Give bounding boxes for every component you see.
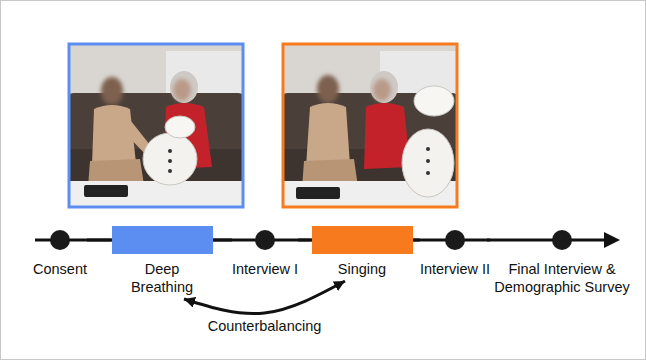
phase-bar-shape bbox=[112, 226, 213, 254]
step-label: Final Interview & Demographic Survey bbox=[487, 260, 637, 296]
milestone-dot: Interview II bbox=[420, 230, 490, 278]
robot-button bbox=[426, 171, 430, 175]
timeline-arrowhead bbox=[604, 232, 620, 248]
step-label: Deep Breathing bbox=[122, 260, 202, 296]
milestone-marker bbox=[445, 230, 465, 250]
step-label: Singing bbox=[338, 260, 386, 278]
tablet bbox=[296, 187, 340, 199]
counterbalance-arrow bbox=[184, 281, 345, 314]
step-label: Consent bbox=[33, 260, 87, 278]
milestone-dot: Interview I bbox=[232, 230, 298, 278]
timeline-segment bbox=[87, 239, 112, 242]
man-head bbox=[101, 77, 123, 105]
man-body bbox=[306, 103, 350, 167]
tablet bbox=[84, 185, 128, 197]
timeline-segment bbox=[213, 239, 232, 242]
woman-face bbox=[373, 79, 391, 101]
robot-button bbox=[426, 147, 430, 151]
robot-body bbox=[143, 133, 197, 185]
woman-hair bbox=[170, 71, 198, 103]
man-head bbox=[317, 75, 339, 103]
milestone-marker bbox=[50, 230, 70, 250]
phase-bar: Singing bbox=[312, 226, 413, 278]
timeline-segment bbox=[298, 239, 311, 242]
robot-button bbox=[426, 159, 430, 163]
robot-button bbox=[168, 159, 172, 163]
robot-body bbox=[402, 129, 454, 197]
robot-button bbox=[168, 169, 172, 173]
table bbox=[70, 181, 242, 206]
woman-hair bbox=[370, 71, 398, 103]
robot-button bbox=[168, 149, 172, 153]
timeline-segment bbox=[413, 239, 420, 242]
timeline-segment bbox=[487, 239, 490, 242]
milestone-dot: Final Interview & Demographic Survey bbox=[487, 230, 637, 296]
milestone-marker bbox=[255, 230, 275, 250]
photo-deep-breathing bbox=[66, 44, 246, 207]
robot-head bbox=[165, 116, 195, 138]
edge-label: Counterbalancing bbox=[205, 317, 325, 335]
milestone-dot: Consent bbox=[33, 230, 87, 278]
step-label: Interview II bbox=[420, 260, 490, 278]
photo-frame bbox=[283, 44, 457, 207]
robot-head bbox=[414, 86, 454, 116]
woman-face bbox=[173, 79, 191, 101]
phase-bar-shape bbox=[312, 226, 413, 254]
photo-frame bbox=[69, 44, 243, 207]
photo-singing bbox=[280, 44, 460, 207]
phase-bar: Deep Breathing bbox=[112, 226, 213, 296]
step-label: Interview I bbox=[232, 260, 298, 278]
milestone-marker bbox=[552, 230, 572, 250]
